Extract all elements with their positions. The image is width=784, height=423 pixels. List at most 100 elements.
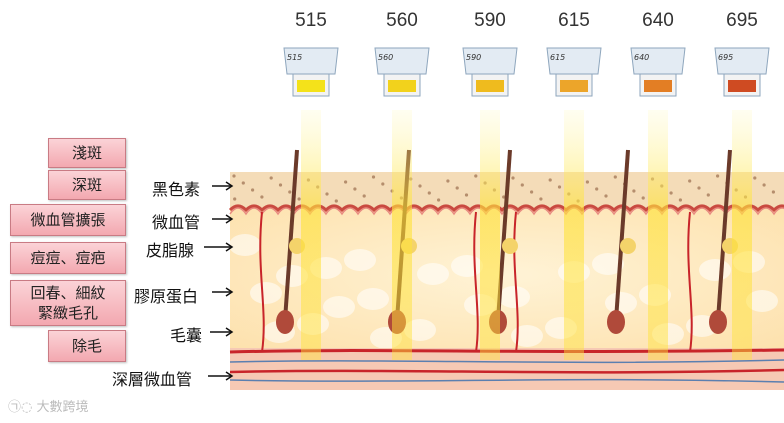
collagen-fiber — [451, 255, 483, 277]
label-arrowhead — [225, 181, 234, 191]
light-beam — [648, 110, 668, 360]
melanin-granule — [233, 197, 237, 201]
ipl-filter-head — [546, 47, 602, 75]
wavelength-label: 515 — [295, 10, 327, 31]
condition-hair-removal: 除毛 — [48, 330, 126, 362]
collagen-fiber — [250, 282, 282, 304]
collagen-fiber — [417, 263, 449, 285]
wavelength-label: 640 — [642, 10, 674, 31]
label-arrowhead — [225, 327, 234, 337]
layer-label-hair-follicle: 毛囊 — [170, 326, 203, 345]
melanin-granule — [595, 187, 599, 191]
layer-label-sebaceous-gland: 皮脂腺 — [146, 241, 195, 260]
collagen-fiber — [357, 288, 389, 310]
melanin-granule — [762, 183, 766, 187]
melanin-granule — [539, 197, 543, 201]
collagen-fiber — [498, 286, 530, 308]
deep-capillary — [229, 348, 784, 354]
melanin-granule — [632, 189, 636, 193]
melanin-granule — [427, 191, 431, 195]
collagen-fiber — [323, 296, 355, 318]
melanin-granule — [446, 179, 450, 183]
melanin-granule — [251, 188, 255, 192]
melanin-granule — [502, 195, 506, 199]
melanin-granule — [464, 193, 469, 197]
sebaceous-gland — [620, 238, 636, 254]
hair-shaft — [716, 149, 732, 321]
hair-shaft — [614, 149, 630, 321]
label-arrowhead — [225, 242, 234, 252]
ipl-filter-head — [630, 47, 686, 75]
melanin-granule — [232, 174, 236, 178]
melanin-granule — [520, 183, 524, 187]
ipl-filter-head — [714, 47, 770, 75]
melanin-granule — [511, 176, 515, 180]
melanin-granule — [716, 174, 720, 178]
condition-acne-scars: 痘痘、痘疤 — [10, 242, 126, 274]
collagen-fiber — [511, 325, 543, 347]
collagen-fiber — [605, 292, 637, 314]
melanin-granule — [381, 182, 385, 186]
label-arrowhead — [225, 214, 234, 224]
melanin-granule — [334, 199, 338, 203]
layer-label-collagen: 膠原蛋白 — [134, 287, 199, 306]
melanin-granule — [604, 194, 608, 198]
melanin-granule — [688, 179, 692, 183]
ipl-filter-head — [283, 47, 339, 75]
ipl-filter-label: 640 — [634, 53, 649, 62]
deep-dermis-layer — [230, 348, 784, 390]
melanin-granule — [325, 192, 329, 196]
ipl-filter-color — [644, 80, 672, 92]
label-arrowhead — [225, 371, 234, 381]
wavelength-label: 590 — [474, 10, 506, 31]
ipl-filter-head — [462, 47, 518, 75]
melanin-granule — [530, 190, 534, 194]
hair-shaft — [283, 149, 299, 321]
melanin-granule — [344, 180, 348, 184]
watermark-logo-icon: ㉠◌ — [8, 400, 37, 415]
light-beam — [732, 110, 752, 360]
condition-light-spots: 淺斑 — [48, 138, 126, 168]
collagen-fiber — [276, 265, 308, 287]
deep-capillary — [229, 359, 784, 364]
ipl-filter-label: 615 — [550, 53, 565, 62]
ipl-filter-color — [388, 80, 416, 92]
melanin-granule — [548, 178, 552, 182]
melanin-granule — [706, 193, 710, 197]
vertical-vessel — [473, 211, 479, 353]
melanin-granule — [269, 176, 273, 180]
melanin-granule — [260, 195, 264, 199]
collagen-fiber — [229, 234, 261, 256]
melanin-granule — [771, 190, 776, 194]
collagen-fiber — [344, 249, 376, 271]
ipl-filter-label: 560 — [378, 53, 393, 62]
melanin-granule — [241, 181, 245, 185]
melanin-granule — [474, 174, 478, 178]
melanin-granule — [669, 191, 673, 195]
melanin-granule — [678, 198, 683, 202]
ipl-filter-head — [374, 47, 430, 75]
ipl-filter-color — [297, 80, 325, 92]
melanin-granule — [288, 190, 292, 194]
melanin-granule — [641, 196, 645, 200]
hair-follicle-bulb — [709, 310, 727, 334]
hair-follicle-bulb — [276, 310, 294, 334]
deep-capillary — [229, 378, 784, 383]
watermark: ㉠◌ 大數跨境 — [8, 400, 89, 415]
ipl-filter-color — [560, 80, 588, 92]
collagen-fiber — [746, 290, 778, 312]
ipl-filter-label: 695 — [718, 53, 733, 62]
sebaceous-gland — [502, 238, 518, 254]
layer-label-capillary: 微血管 — [152, 213, 201, 232]
ipl-filter-label: 515 — [287, 53, 302, 62]
light-beam — [301, 110, 321, 360]
collagen-fiber — [592, 253, 624, 275]
capillary-loop — [228, 204, 784, 213]
melanin-granule — [362, 194, 366, 198]
condition-telangiectasia: 微血管擴張 — [10, 204, 126, 236]
vertical-vessel — [259, 211, 265, 353]
melanin-granule — [697, 186, 701, 190]
layer-label-melanin: 黑色素 — [152, 180, 201, 199]
